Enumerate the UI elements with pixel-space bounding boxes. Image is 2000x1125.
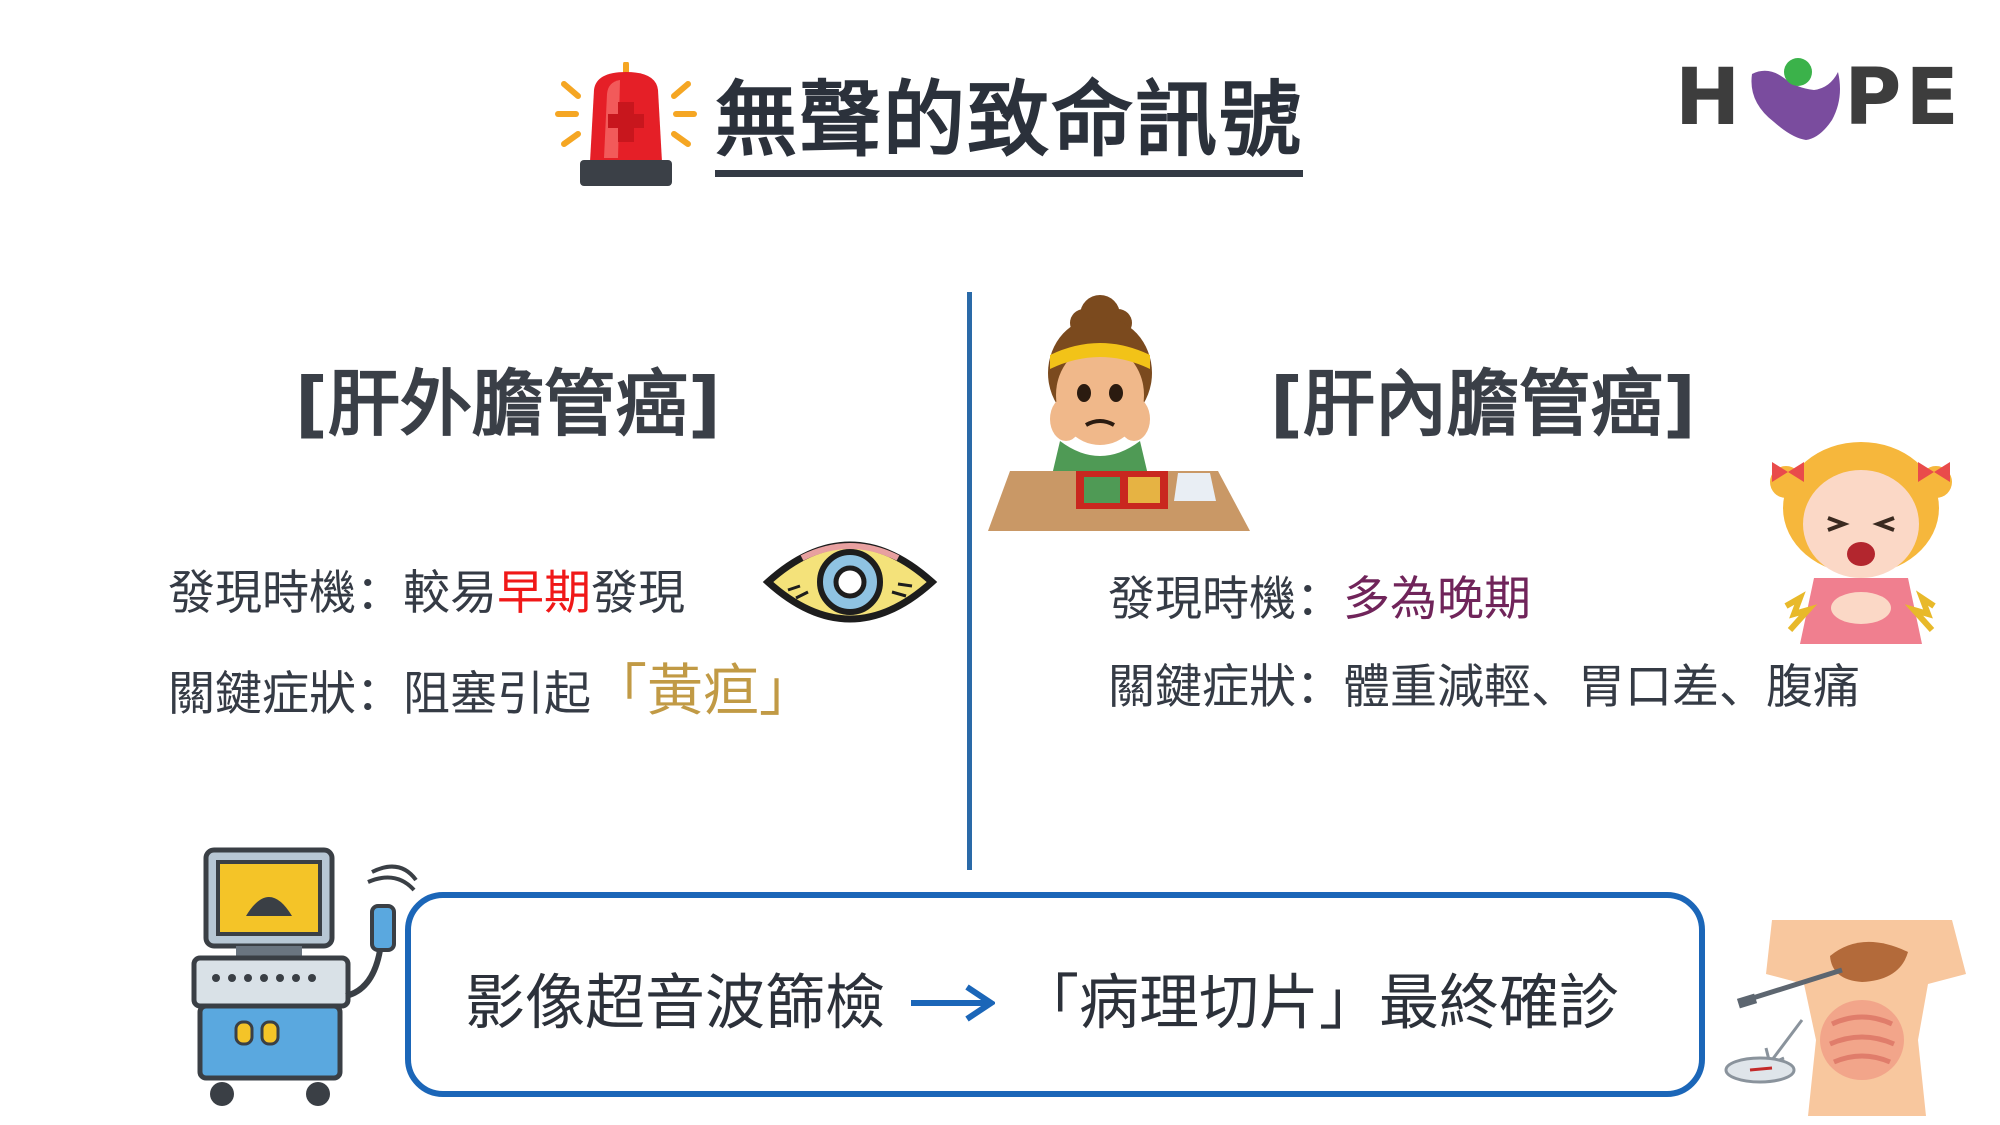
jaundiced-eye-icon: [762, 541, 938, 623]
right-symptom-text: 體重減輕、胃口差、腹痛: [1343, 660, 1860, 715]
left-symptom-highlight: 「黃疸」: [591, 659, 815, 724]
vertical-divider: [967, 292, 972, 870]
stomachache-girl-icon: [1770, 442, 1952, 644]
right-arrow-icon: [911, 984, 995, 1022]
left-timing-highlight: 早期: [497, 566, 591, 621]
right-section-heading: [肝內膽管癌]: [1270, 362, 1696, 446]
logo-letters-pe: PE: [1844, 53, 1963, 143]
right-symptom-row: 關鍵症狀：體重減輕、胃口差、腹痛: [1108, 664, 1860, 711]
left-symptom-pre: 阻塞引起: [403, 667, 591, 722]
sad-eating-woman-icon: [988, 295, 1250, 531]
title-underline: [715, 170, 1303, 177]
diagnosis-flow-text: 影像超音波篩檢 「病理切片」最終確診: [465, 970, 1619, 1033]
left-timing-pre: 較易: [403, 566, 497, 621]
flow-step-screening: 影像超音波篩檢: [465, 968, 885, 1039]
logo-letter-h: H: [1675, 53, 1745, 143]
left-symptom-label: 關鍵症狀：: [168, 667, 403, 722]
page-title: 無聲的致命訊號: [715, 73, 1304, 168]
logo-heart-icon: [1751, 58, 1841, 140]
right-timing-label: 發現時機：: [1108, 572, 1343, 627]
hope-logo: H PE: [1675, 58, 1963, 140]
flow-step-biopsy: 「病理切片」最終確診: [1019, 968, 1619, 1039]
alarm-light-icon: [555, 62, 697, 186]
biopsy-anatomy-icon: [1724, 920, 1966, 1116]
left-timing-label: 發現時機：: [168, 566, 403, 621]
right-timing-row: 發現時機：多為晚期: [1108, 576, 1531, 623]
right-timing-highlight: 多為晚期: [1343, 572, 1531, 627]
left-timing-row: 發現時機：較易早期發現: [168, 570, 685, 617]
left-symptom-row: 關鍵症狀：阻塞引起「黃疸」: [168, 664, 815, 720]
right-symptom-label: 關鍵症狀：: [1108, 660, 1343, 715]
left-section-heading: [肝外膽管癌]: [295, 362, 721, 446]
left-timing-post: 發現: [591, 566, 685, 621]
diagnosis-flow-box: [405, 892, 1705, 1097]
ultrasound-machine-icon: [191, 847, 418, 1106]
